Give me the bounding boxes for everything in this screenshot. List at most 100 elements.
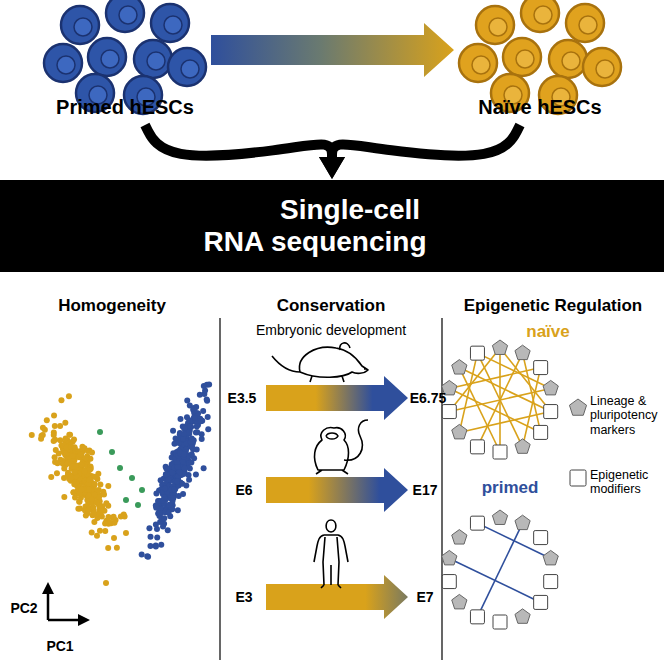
marker-pentagon [452, 594, 467, 608]
modifier-square [544, 575, 558, 589]
marker-pentagon [452, 530, 467, 544]
merge-arrow [332, 125, 520, 158]
data-point [69, 453, 75, 459]
cell [459, 44, 497, 82]
data-point [103, 500, 109, 506]
data-point [187, 423, 193, 429]
data-point [161, 515, 167, 521]
data-point [153, 491, 159, 497]
data-point [85, 508, 91, 514]
data-point [56, 450, 62, 456]
cell [168, 48, 206, 86]
column-divider [441, 318, 442, 660]
mouse-icon [272, 343, 368, 382]
marker-pentagon [515, 609, 530, 623]
data-point [90, 505, 96, 511]
data-point [63, 436, 69, 442]
data-point [89, 529, 95, 535]
data-point [54, 470, 60, 476]
marker-pentagon [492, 510, 507, 524]
merge-arrow [145, 125, 332, 158]
cell [583, 48, 621, 86]
marker-pentagon [515, 439, 530, 453]
data-point [200, 408, 206, 414]
data-point [158, 477, 164, 483]
data-point [51, 438, 57, 444]
data-point [71, 481, 77, 487]
data-point [97, 482, 103, 488]
data-point [147, 543, 153, 549]
data-point [111, 514, 117, 520]
marker-pentagon [515, 515, 530, 529]
data-point [198, 418, 204, 424]
network-diagram [442, 340, 559, 459]
cell [549, 40, 587, 78]
data-point [186, 417, 192, 423]
human-icon [314, 520, 348, 588]
stage-label: E3.5 [228, 390, 257, 406]
data-point [206, 382, 212, 388]
data-point [57, 437, 63, 443]
data-point [148, 534, 154, 540]
data-point [181, 451, 187, 457]
modifier-square [470, 440, 484, 454]
data-point [82, 469, 88, 475]
modifier-square [442, 405, 456, 419]
modifier-square [470, 346, 484, 360]
data-point [72, 444, 78, 450]
data-point [51, 432, 57, 438]
data-point [123, 497, 129, 503]
state-label: naïve [526, 322, 569, 342]
data-point [40, 425, 46, 431]
data-point [162, 486, 168, 492]
data-point [105, 483, 111, 489]
modifier-square [470, 516, 484, 530]
column-heading: Conservation [277, 296, 386, 316]
data-point [144, 553, 150, 559]
state-label: primed [482, 478, 539, 498]
data-point [57, 423, 63, 429]
data-point [84, 456, 90, 462]
network-link [449, 558, 540, 602]
data-point [111, 520, 117, 526]
legend-entry: Lineage & pluripotency markers [590, 394, 664, 437]
data-point [165, 527, 171, 533]
data-point [91, 510, 97, 516]
cell-population: Naïve hESCs [460, 4, 620, 119]
data-point [70, 464, 76, 470]
data-point [202, 387, 208, 393]
gradient-arrow [266, 575, 408, 619]
data-point [58, 397, 64, 403]
data-point [102, 528, 108, 534]
cell [566, 4, 604, 42]
data-point [109, 449, 115, 455]
data-point [122, 514, 128, 520]
data-point [117, 465, 123, 471]
node-label: Single-cell RNA sequencing [190, 194, 440, 258]
marker-pentagon [515, 345, 530, 359]
cell-population: Primed hESCs [45, 4, 205, 119]
data-point [170, 495, 176, 501]
axis-label: PC2 [10, 600, 37, 616]
data-point [91, 519, 97, 525]
data-point [193, 429, 199, 435]
data-point [192, 415, 198, 421]
stage-label: E6.75 [410, 390, 447, 406]
network-link [477, 523, 522, 617]
modifier-square [534, 361, 548, 375]
data-point [29, 432, 35, 438]
data-point [177, 469, 183, 475]
data-point [153, 505, 159, 511]
data-point [199, 436, 205, 442]
data-point [44, 417, 50, 423]
data-point [68, 474, 74, 480]
data-point [62, 450, 68, 456]
axes-arrows [42, 582, 90, 626]
method-band: Single-cell RNA sequencing [0, 180, 664, 272]
data-point [48, 474, 54, 480]
data-point [169, 470, 175, 476]
data-point [170, 428, 176, 434]
data-point [66, 393, 72, 399]
data-point [189, 451, 195, 457]
data-point [71, 437, 77, 443]
